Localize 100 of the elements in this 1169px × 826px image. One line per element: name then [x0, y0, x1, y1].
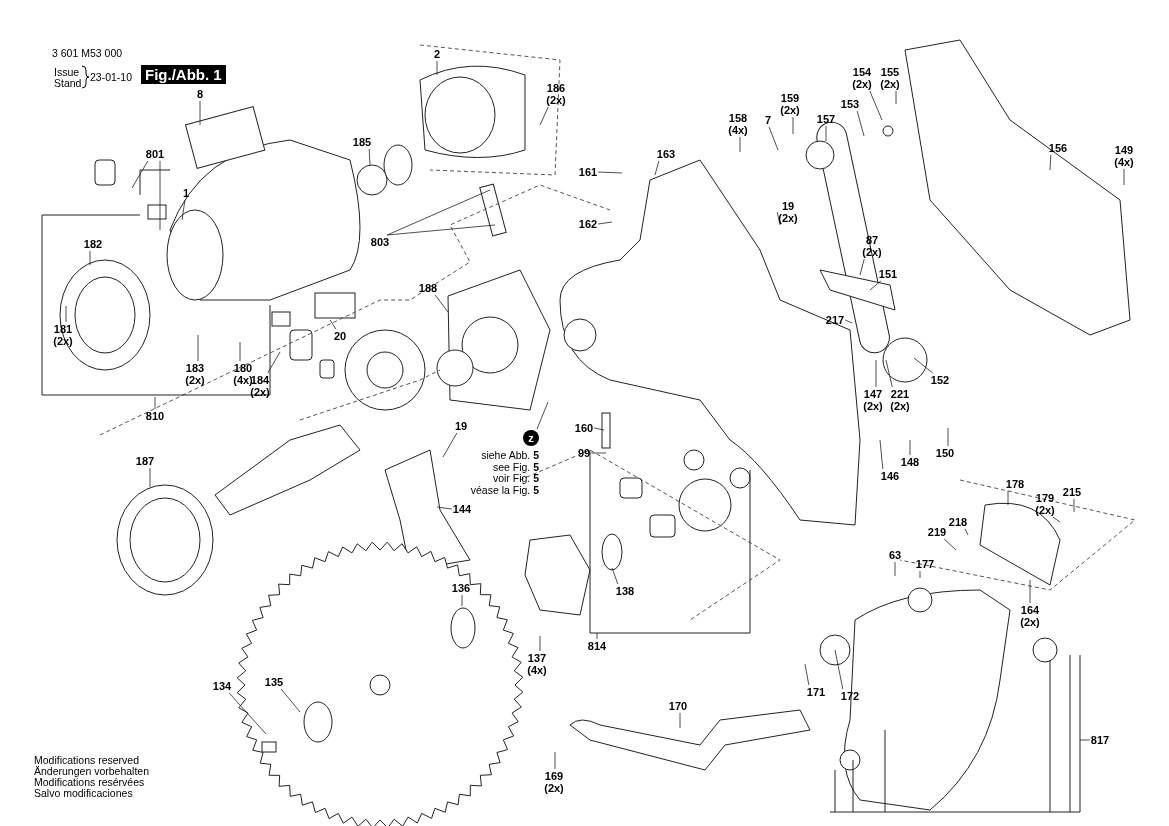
leader-line — [654, 160, 660, 176]
leader-line — [89, 250, 91, 266]
leader-line — [913, 357, 934, 374]
leader-line — [536, 401, 549, 430]
leader-line — [895, 90, 897, 105]
callout-number: 181 (2x) — [53, 323, 73, 347]
callout-number: 156 — [1048, 142, 1068, 154]
leader-line — [280, 688, 301, 713]
callout-number: 185 — [352, 136, 372, 148]
leader-line — [131, 160, 149, 189]
callout-number: 159 (2x) — [780, 92, 800, 116]
callout-number: 187 — [135, 455, 155, 467]
leader-line — [154, 396, 156, 410]
callout-number: 814 — [587, 640, 607, 652]
leader-line — [869, 90, 883, 121]
leader-line — [597, 171, 623, 174]
callout-number: 817 — [1090, 734, 1110, 746]
callout-number: 20 — [333, 330, 347, 342]
callout-number: 218 — [948, 516, 968, 528]
callout-number: 150 — [935, 447, 955, 459]
callout-number: 63 — [888, 549, 902, 561]
leader-line — [267, 351, 281, 374]
callout-number: 803 — [370, 236, 390, 248]
leader-line — [593, 427, 605, 431]
leader-line — [554, 751, 556, 770]
leader-line — [181, 199, 186, 221]
leader-line — [386, 189, 491, 236]
footer-note: Modifications reserved — [34, 755, 140, 766]
footer-note: Änderungen vorbehalten — [34, 766, 149, 777]
callout-number: 147 (2x) — [863, 388, 883, 412]
leader-line — [590, 452, 607, 454]
callout-number: 180 (4x) — [233, 362, 253, 386]
callout-number: 163 — [656, 148, 676, 160]
callout-number: 8 — [196, 88, 204, 100]
callout-number: 186 (2x) — [546, 82, 566, 106]
leader-line — [596, 632, 598, 640]
callout-number: 171 — [806, 686, 826, 698]
reference-note: siehe Abb. 5 see Fig. 5 voir Fig. 5 véase la Fig. 5 — [470, 450, 539, 496]
callout-number: 149 (4x) — [1114, 144, 1134, 168]
callout-number: 179 (2x) — [1035, 492, 1055, 516]
callout-number: 178 — [1005, 478, 1025, 490]
leader-line — [964, 528, 969, 536]
leader-line — [1029, 579, 1031, 604]
leader-line — [436, 506, 453, 510]
leader-line — [539, 635, 541, 652]
callout-number: 810 — [145, 410, 165, 422]
leader-line — [804, 663, 810, 686]
leader-line — [597, 221, 613, 225]
leader-line — [65, 305, 67, 323]
leader-line — [894, 561, 896, 577]
leader-line — [197, 334, 199, 362]
leader-line — [1079, 739, 1091, 741]
callout-number: 170 — [668, 700, 688, 712]
callout-number: 215 — [1062, 486, 1082, 498]
leader-line — [539, 106, 549, 126]
leader-line — [919, 570, 921, 579]
leader-line — [768, 126, 779, 151]
leader-line — [875, 359, 877, 388]
leader-line — [442, 432, 458, 458]
callout-number: 138 — [615, 585, 635, 597]
callout-number: 136 — [451, 582, 471, 594]
leader-line — [869, 280, 882, 291]
leader-line — [885, 359, 893, 388]
callout-number: 183 (2x) — [185, 362, 205, 386]
callout-number: 137 (4x) — [527, 652, 547, 676]
callout-number: 162 — [578, 218, 598, 230]
leader-line — [149, 467, 151, 488]
callout-number: 154 (2x) — [852, 66, 872, 90]
leader-line — [228, 692, 267, 735]
callout-number: 188 — [418, 282, 438, 294]
callout-number: 135 — [264, 676, 284, 688]
leader-line — [679, 712, 681, 729]
footer-note: Modifications resérvées — [34, 777, 145, 788]
callout-number: 1 — [182, 187, 190, 199]
leader-line — [611, 567, 619, 585]
leader-line — [947, 427, 949, 447]
part-number: 3 601 M53 000 — [52, 48, 123, 59]
callout-number: z — [523, 430, 539, 446]
leader-line — [909, 439, 911, 456]
callout-number: 221 (2x) — [890, 388, 910, 412]
callout-number: 153 — [840, 98, 860, 110]
callout-number: 152 — [930, 374, 950, 386]
leader-line — [856, 110, 865, 137]
leader-line — [792, 116, 794, 135]
leader-line — [943, 538, 957, 551]
leader-line — [859, 258, 865, 276]
callout-number: 164 (2x) — [1020, 604, 1040, 628]
leader-line — [1052, 516, 1061, 523]
leader-line — [199, 100, 201, 126]
callout-number: 99 — [577, 447, 591, 459]
callout-number: 182 — [83, 238, 103, 250]
callout-number: 155 (2x) — [880, 66, 900, 90]
callout-number: 19 — [454, 420, 468, 432]
issue-label: Issue — [54, 67, 80, 78]
leader-line — [1007, 490, 1009, 506]
leader-line — [386, 224, 496, 236]
issue-date: 23-01-10 — [90, 72, 133, 83]
callout-number: 177 — [915, 558, 935, 570]
callout-number: 144 — [452, 503, 472, 515]
callout-number: 87 (2x) — [862, 234, 882, 258]
